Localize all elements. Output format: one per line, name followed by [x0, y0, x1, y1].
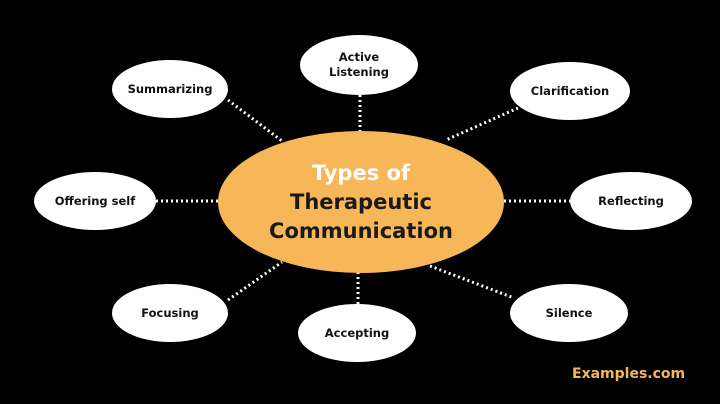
node-focusing: Focusing — [112, 284, 228, 342]
node-silence: Silence — [510, 284, 628, 342]
node-clarification: Clarification — [510, 62, 630, 120]
central-topic-line-3: Communication — [269, 218, 453, 243]
central-topic-line-1: Types of — [311, 160, 411, 185]
node-active-listening: Active Listening — [300, 35, 418, 95]
node-summarizing: Summarizing — [112, 60, 228, 118]
node-reflecting: Reflecting — [570, 172, 692, 230]
central-topic: Types of Therapeutic Communication — [218, 131, 504, 273]
node-accepting: Accepting — [298, 304, 416, 362]
node-offering-self: Offering self — [34, 172, 156, 230]
watermark-examples-com: Examples.com — [572, 366, 686, 382]
connector-silence — [429, 264, 515, 300]
connector-clarification — [445, 106, 519, 142]
connector-focusing — [227, 260, 283, 302]
connector-summarizing — [227, 98, 283, 143]
central-topic-line-2: Therapeutic — [290, 189, 432, 214]
